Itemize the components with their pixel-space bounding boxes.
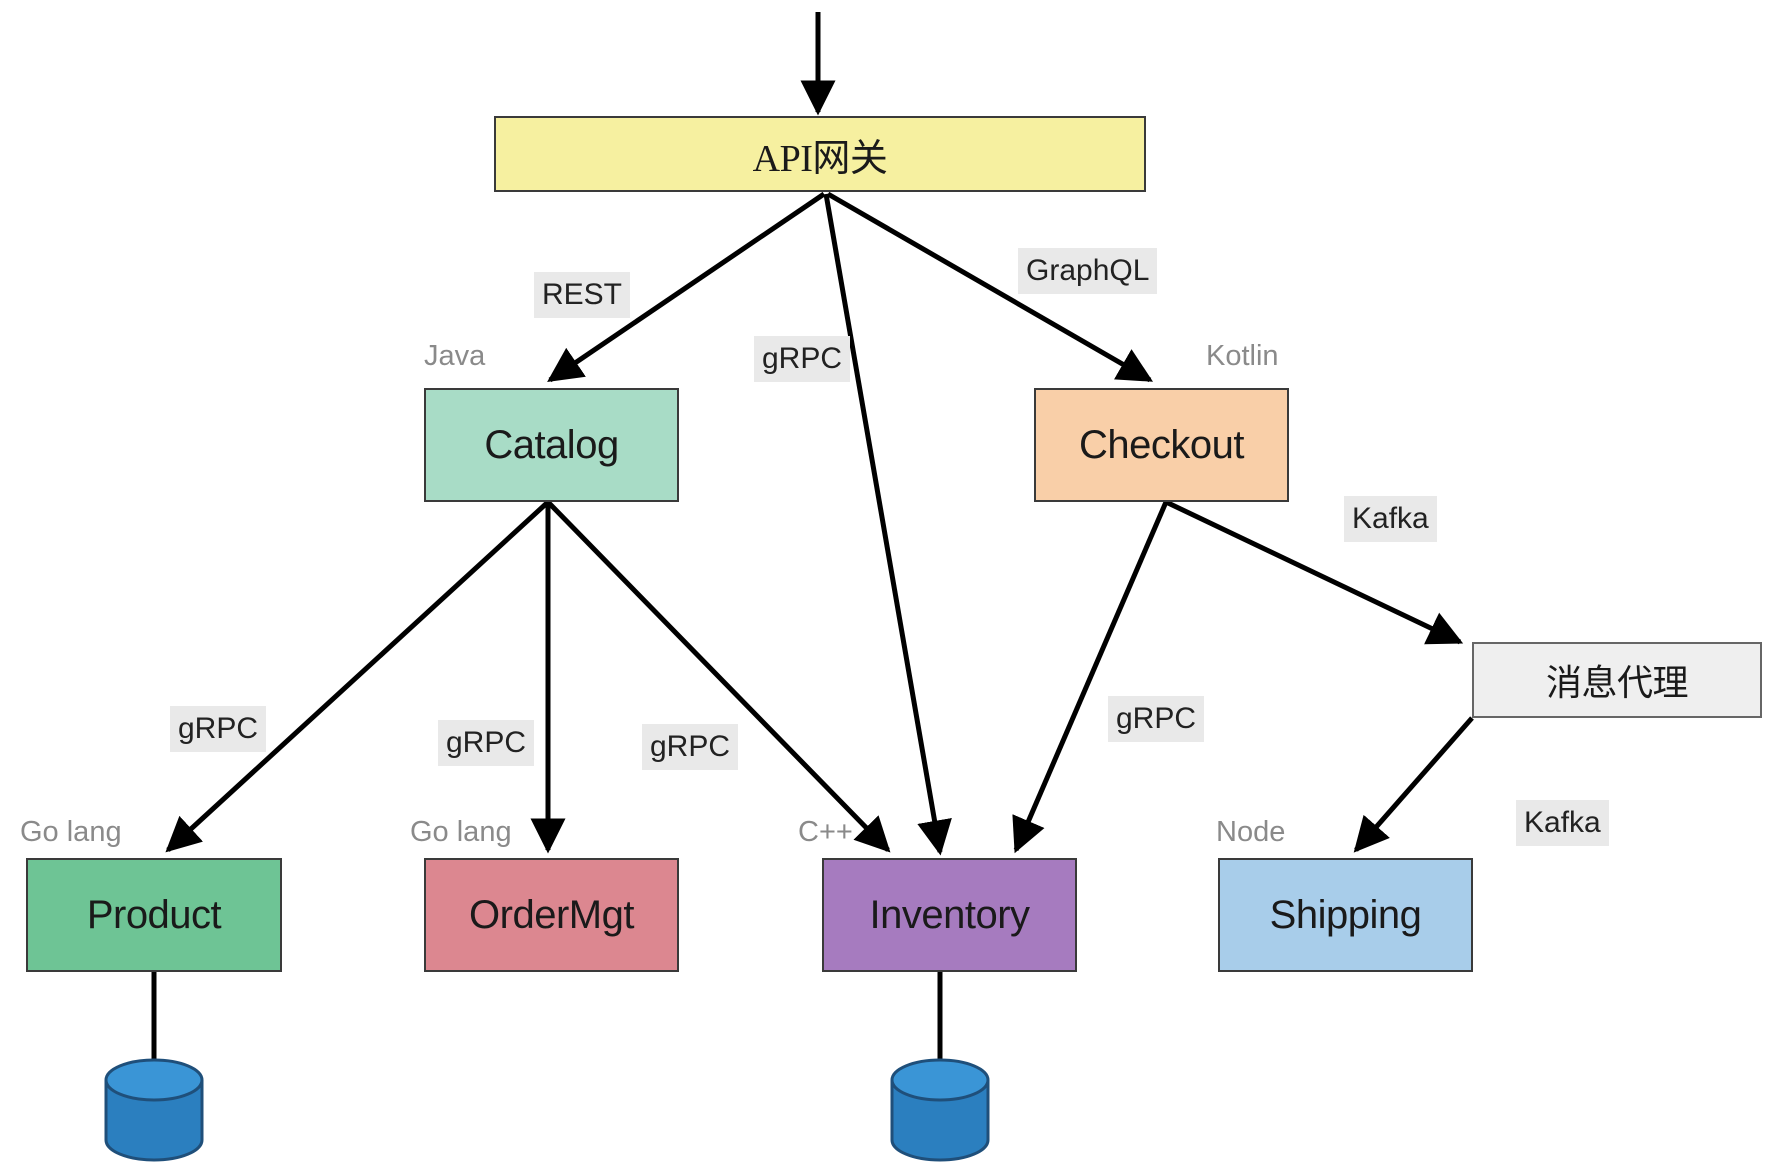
- edge-label-kafka-checkout-broker: Kafka: [1344, 496, 1437, 542]
- database-icon: [104, 1058, 204, 1162]
- product-language-label: Go lang: [20, 816, 122, 848]
- message-broker-node[interactable]: 消息代理: [1472, 642, 1762, 718]
- edge-label-grpc-checkout-inventory: gRPC: [1108, 696, 1205, 742]
- product-service-node[interactable]: Product: [26, 858, 282, 972]
- edge-label-grpc-catalog-ordermgt: gRPC: [438, 720, 535, 766]
- catalog-language-label: Java: [424, 340, 486, 372]
- edge-checkout-broker: [1164, 499, 1464, 645]
- database-icon: [890, 1058, 990, 1162]
- edge-label-rest: REST: [534, 272, 631, 318]
- edge-label-grpc-catalog-inventory: gRPC: [642, 724, 739, 770]
- catalog-label: Catalog: [484, 422, 619, 467]
- checkout-language-label: Kotlin: [1206, 340, 1279, 372]
- edge-label-grpc-gateway-inventory: gRPC: [754, 336, 851, 382]
- inventory-language-label: C++: [798, 816, 853, 848]
- checkout-label: Checkout: [1079, 422, 1244, 467]
- edge-label-graphql: GraphQL: [1018, 248, 1158, 294]
- edge-gateway-checkout: [826, 191, 1154, 383]
- catalog-service-node[interactable]: Catalog: [424, 388, 679, 502]
- shipping-label: Shipping: [1269, 892, 1422, 937]
- inventory-service-node[interactable]: Inventory: [822, 858, 1077, 972]
- api-gateway-node[interactable]: API网关: [494, 116, 1146, 192]
- edge-label-grpc-catalog-product: gRPC: [170, 706, 267, 752]
- ordermgt-label: OrderMgt: [469, 892, 634, 937]
- api-gateway-label: API网关: [752, 137, 888, 180]
- shipping-service-node[interactable]: Shipping: [1218, 858, 1473, 972]
- edge-label-kafka-broker-shipping: Kafka: [1516, 800, 1609, 846]
- edge-checkout-inventory: [1012, 501, 1169, 854]
- inventory-label: Inventory: [869, 892, 1030, 937]
- message-broker-label: 消息代理: [1545, 663, 1689, 704]
- edge-catalog-inventory: [546, 500, 891, 853]
- shipping-language-label: Node: [1216, 816, 1286, 848]
- product-label: Product: [86, 892, 222, 937]
- edge-gateway-catalog: [547, 191, 826, 383]
- edge-gateway-inventory: [823, 193, 952, 856]
- edge-broker-shipping: [1353, 716, 1474, 853]
- checkout-service-node[interactable]: Checkout: [1034, 388, 1289, 502]
- ordermgt-language-label: Go lang: [410, 816, 512, 848]
- ordermgt-service-node[interactable]: OrderMgt: [424, 858, 679, 972]
- edge-catalog-product: [165, 500, 550, 853]
